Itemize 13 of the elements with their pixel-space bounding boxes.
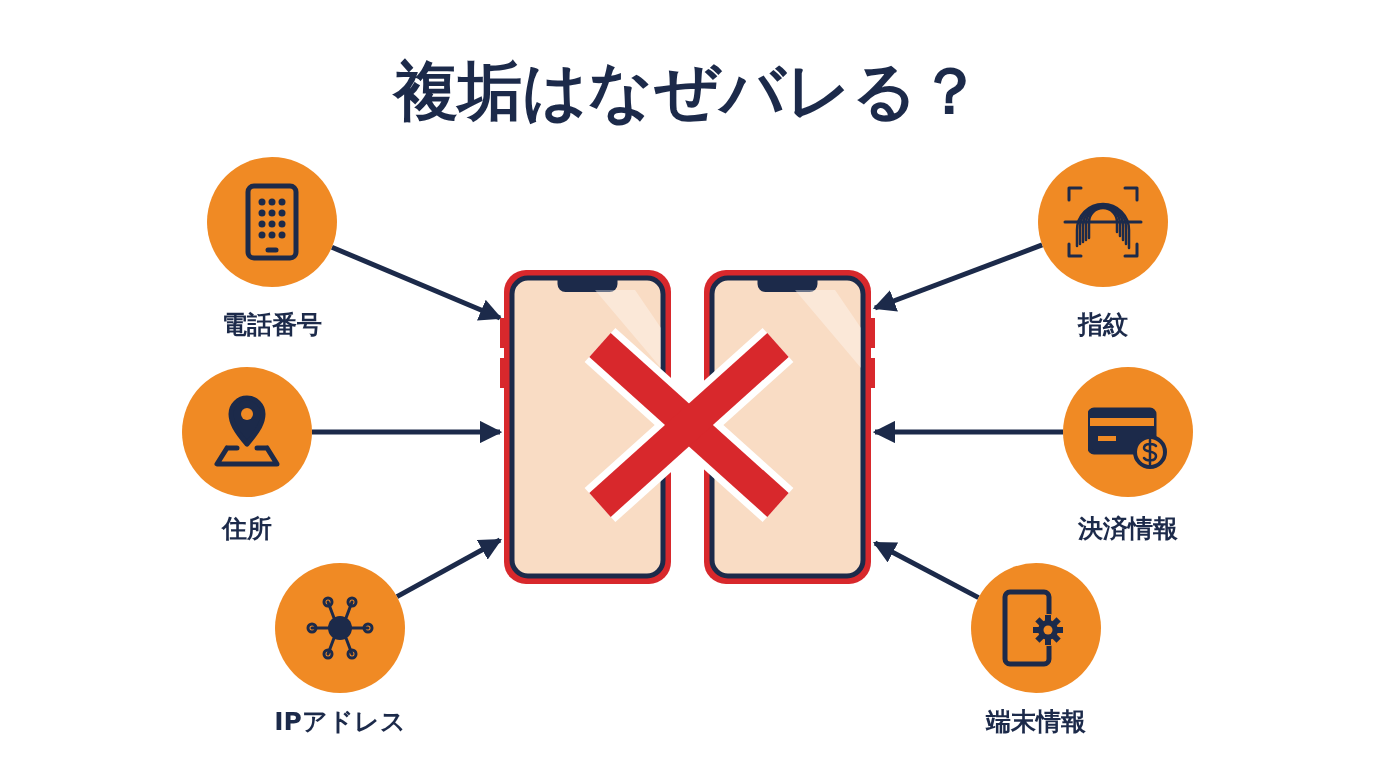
arrow [312,420,503,444]
node-label: IPアドレス [273,706,407,738]
arrow [873,540,980,600]
title: 複垢はなぜバレる？ [391,53,983,130]
arrow [872,242,1044,312]
arrow [395,537,502,599]
node-label: 指紋 [1076,309,1129,341]
node-label: 決済情報 [1077,513,1179,545]
node-label: 端末情報 [984,706,1087,738]
node-label: 住所 [220,513,273,545]
node-label: 電話番号 [221,309,323,341]
arrow [330,244,503,321]
arrow [872,420,1063,444]
